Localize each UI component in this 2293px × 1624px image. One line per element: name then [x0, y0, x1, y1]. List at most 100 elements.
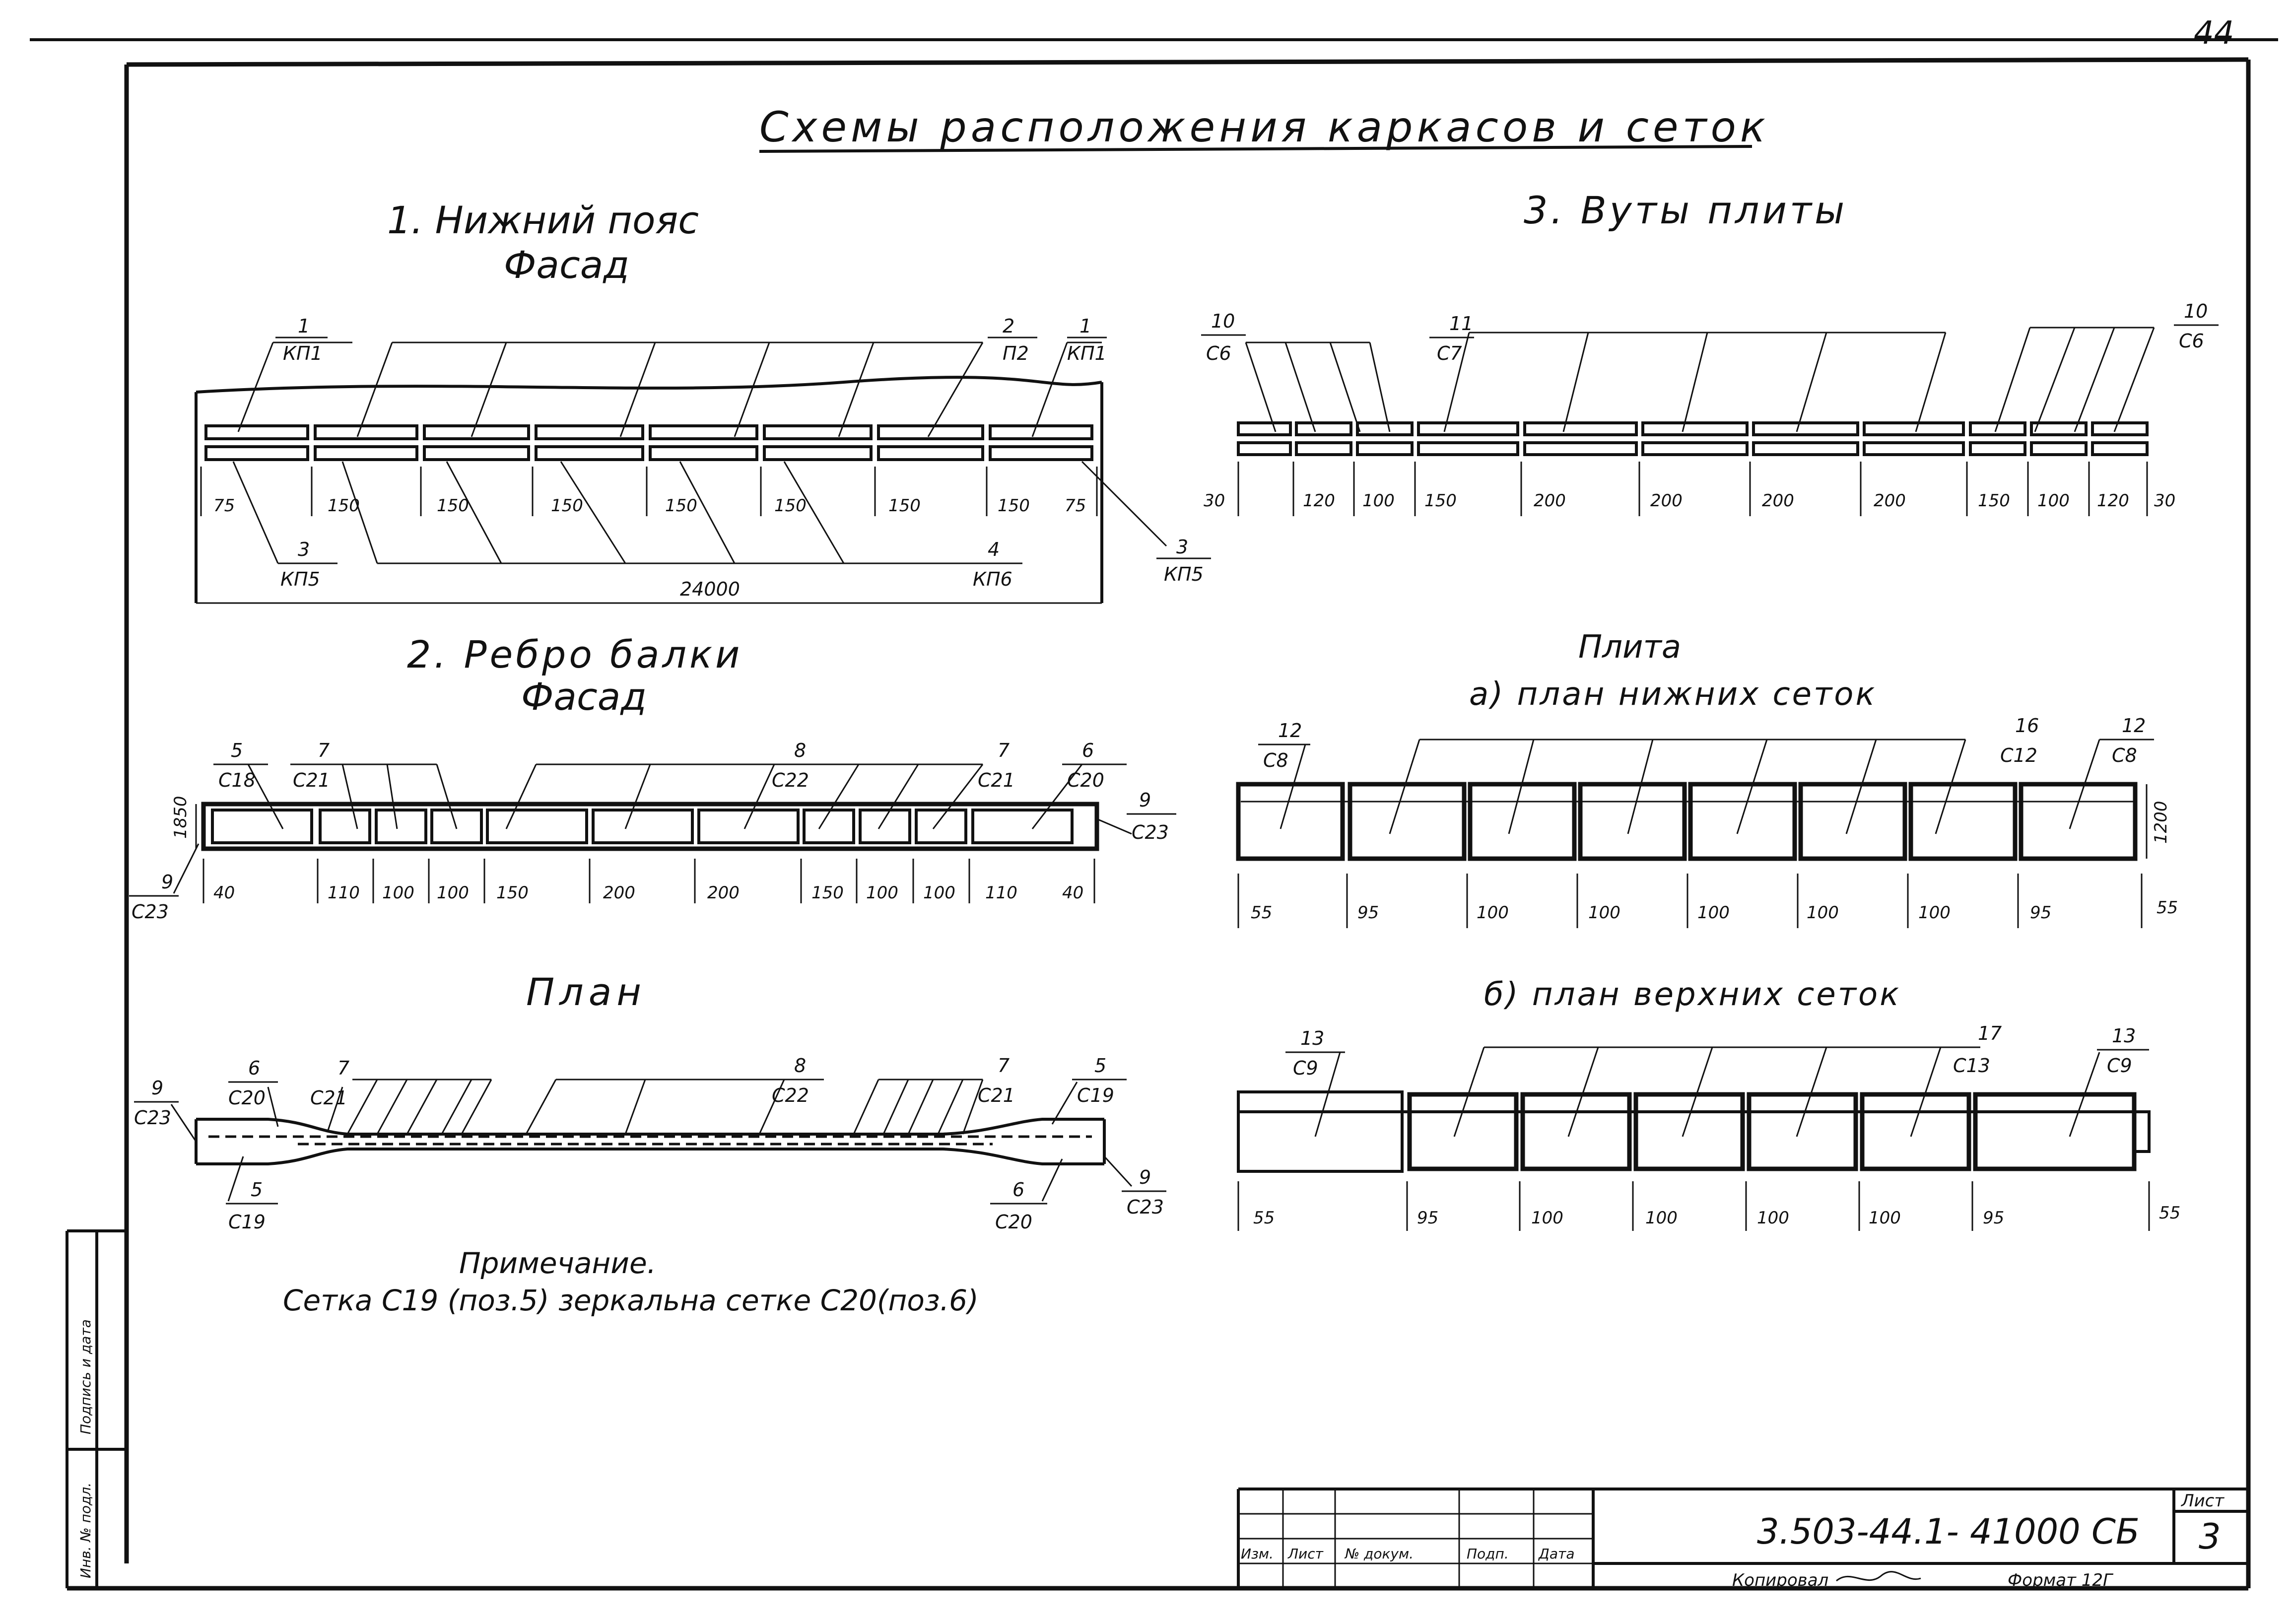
plate-upper-heading: б) план верхних сеток: [1484, 976, 1901, 1013]
plate-lower-dim-1: 55: [1251, 903, 1272, 923]
s3-label-b-num: 11: [1449, 313, 1473, 335]
plate-upper-label-a-num: 13: [1300, 1027, 1324, 1049]
plate-upper-label-c-num: 13: [2112, 1025, 2136, 1047]
s2-dim-2: 110: [328, 883, 360, 903]
s2-label-b-num: 7: [318, 740, 330, 761]
s1-label-b3-num: 3: [1176, 536, 1188, 558]
s1-dim-5: 150: [665, 496, 697, 516]
s2-label-g-name: С23: [132, 901, 169, 923]
plate-upper-label-b-num: 17: [1978, 1022, 2002, 1044]
s2-height-dim: 1850: [171, 796, 191, 839]
upper-dim-ticks: [1237, 1181, 2150, 1231]
tb-sheet-label: Лист: [2180, 1491, 2225, 1511]
section1-subheading: Фасад: [504, 243, 629, 287]
plate-lower-label-a-name: С8: [1263, 749, 1288, 771]
plan-label-a-num: 9: [151, 1077, 163, 1099]
plan-label-f-name: С19: [1077, 1084, 1114, 1106]
s1-label-2-num: 2: [1003, 315, 1014, 337]
s3-dim-5: 200: [1534, 491, 1566, 511]
section-beam-rib: 2. Ребро балки Фасад: [129, 632, 1176, 923]
haunch-leaders: [1245, 327, 2155, 432]
tb-col-list: Лист: [1287, 1546, 1324, 1562]
s2-dim-11: 110: [985, 883, 1017, 903]
plate-lower-label-c-num: 12: [2122, 715, 2146, 737]
tb-format: Формат 12Г: [2008, 1570, 2114, 1590]
plan-label-i-name: С23: [1127, 1196, 1164, 1218]
s3-dim-10: 100: [2037, 491, 2070, 511]
s1-label-b1-num: 3: [298, 539, 310, 560]
tb-col-izm: Изм.: [1241, 1546, 1274, 1562]
plan-label-e-name: С21: [978, 1084, 1015, 1106]
s3-label-c-num: 10: [2184, 300, 2208, 322]
plan-heading: План: [526, 970, 646, 1014]
sheet-frame: [30, 38, 2278, 1591]
s1-dim-9: 75: [1065, 496, 1086, 516]
side-stamp: Подпись и дата Инв. № подл.: [67, 1231, 127, 1588]
s3-dim-9: 150: [1978, 491, 2010, 511]
s2-dim-ticks: [202, 859, 1095, 903]
haunch-meshes: [1237, 421, 2149, 456]
plan-label-d-name: С22: [772, 1084, 809, 1106]
s1-dim-7: 150: [888, 496, 921, 516]
plan-label-h-name: С20: [995, 1211, 1032, 1233]
s2-label-e-num: 6: [1082, 740, 1094, 761]
s2-dim-5: 150: [496, 883, 529, 903]
tb-col-doc: № докум.: [1344, 1546, 1414, 1562]
s1-dim-2: 150: [328, 496, 360, 516]
section3-heading: 3. Вуты плиты: [1524, 188, 1847, 232]
s2-label-g-num: 9: [161, 871, 173, 893]
s2-label-f-num: 9: [1139, 789, 1151, 811]
s3-label-a-num: 10: [1211, 310, 1235, 332]
plan-label-c-num: 7: [337, 1057, 349, 1079]
plan-leaders: [170, 1079, 1133, 1202]
lower-dim-ticks: [1237, 874, 2143, 928]
tb-copied-by: Копировал: [1732, 1570, 1828, 1590]
s2-dim-4: 100: [437, 883, 469, 903]
s1-dim-ticks: [196, 467, 1102, 604]
s1-label-b3-name: КП5: [1164, 563, 1204, 585]
s1-label-3-name: КП1: [1067, 342, 1107, 364]
plate-lower-dim-2: 95: [1357, 903, 1379, 923]
s2-dim-12: 40: [1062, 883, 1083, 903]
tb-designation: 3.503-44.1- 41000 СБ: [1757, 1511, 2140, 1552]
s2-label-d-num: 7: [998, 740, 1010, 761]
side-stamp-sign-label: Подпись и дата: [77, 1319, 94, 1434]
plate-upper-dim-6: 100: [1869, 1208, 1901, 1228]
s1-dim-4: 150: [551, 496, 583, 516]
section2-subheading: Фасад: [521, 675, 647, 719]
plate-lower-label-b-name: С12: [2000, 744, 2037, 766]
plate-upper-dim-1: 55: [1253, 1208, 1275, 1228]
plate-upper-label-a-name: С9: [1293, 1057, 1318, 1079]
note-text: Сетка С19 (поз.5) зеркальна сетке С20(по…: [283, 1284, 979, 1317]
s2-dim-8: 150: [811, 883, 844, 903]
plate-upper-dim-5: 100: [1757, 1208, 1789, 1228]
s2-label-a-name: С18: [218, 769, 256, 791]
s3-label-a-name: С6: [1206, 342, 1231, 364]
plan-label-a-name: С23: [134, 1107, 171, 1129]
plate-lower-dim-6: 100: [1807, 903, 1839, 923]
upper-leaders: [1314, 1046, 2100, 1137]
plate-lower-height: 1200: [2151, 801, 2171, 844]
plate-upper-dim-7: 95: [1983, 1208, 2004, 1228]
plate-lower-dim-7: 100: [1918, 903, 1951, 923]
s1-label-2-name: П2: [1003, 342, 1029, 364]
plate-lower-dim-5: 100: [1697, 903, 1730, 923]
side-stamp-inv-label: Инв. № подл.: [77, 1483, 94, 1578]
cage-row: [204, 424, 1093, 461]
plan-label-b-name: С20: [228, 1087, 266, 1109]
rib-leaders: [173, 763, 1132, 894]
tb-col-sign: Подп.: [1467, 1546, 1509, 1562]
s1-dim-8: 150: [998, 496, 1030, 516]
plan-label-h-num: 6: [1012, 1179, 1024, 1201]
s1-label-1-num: 1: [298, 315, 310, 337]
section2-heading: 2. Ребро балки: [407, 632, 742, 677]
upper-meshes: [1237, 1090, 2151, 1173]
s3-dim-7: 200: [1762, 491, 1794, 511]
s3-dim-4: 150: [1424, 491, 1457, 511]
plan-label-g-num: 5: [251, 1179, 263, 1201]
s1-dim-6: 150: [774, 496, 807, 516]
plate-lower-heading: а) план нижних сеток: [1469, 676, 1877, 713]
s3-label-b-name: С7: [1437, 342, 1462, 364]
s2-dim-3: 100: [382, 883, 414, 903]
plate-lower-label-a-num: 12: [1278, 720, 1302, 742]
